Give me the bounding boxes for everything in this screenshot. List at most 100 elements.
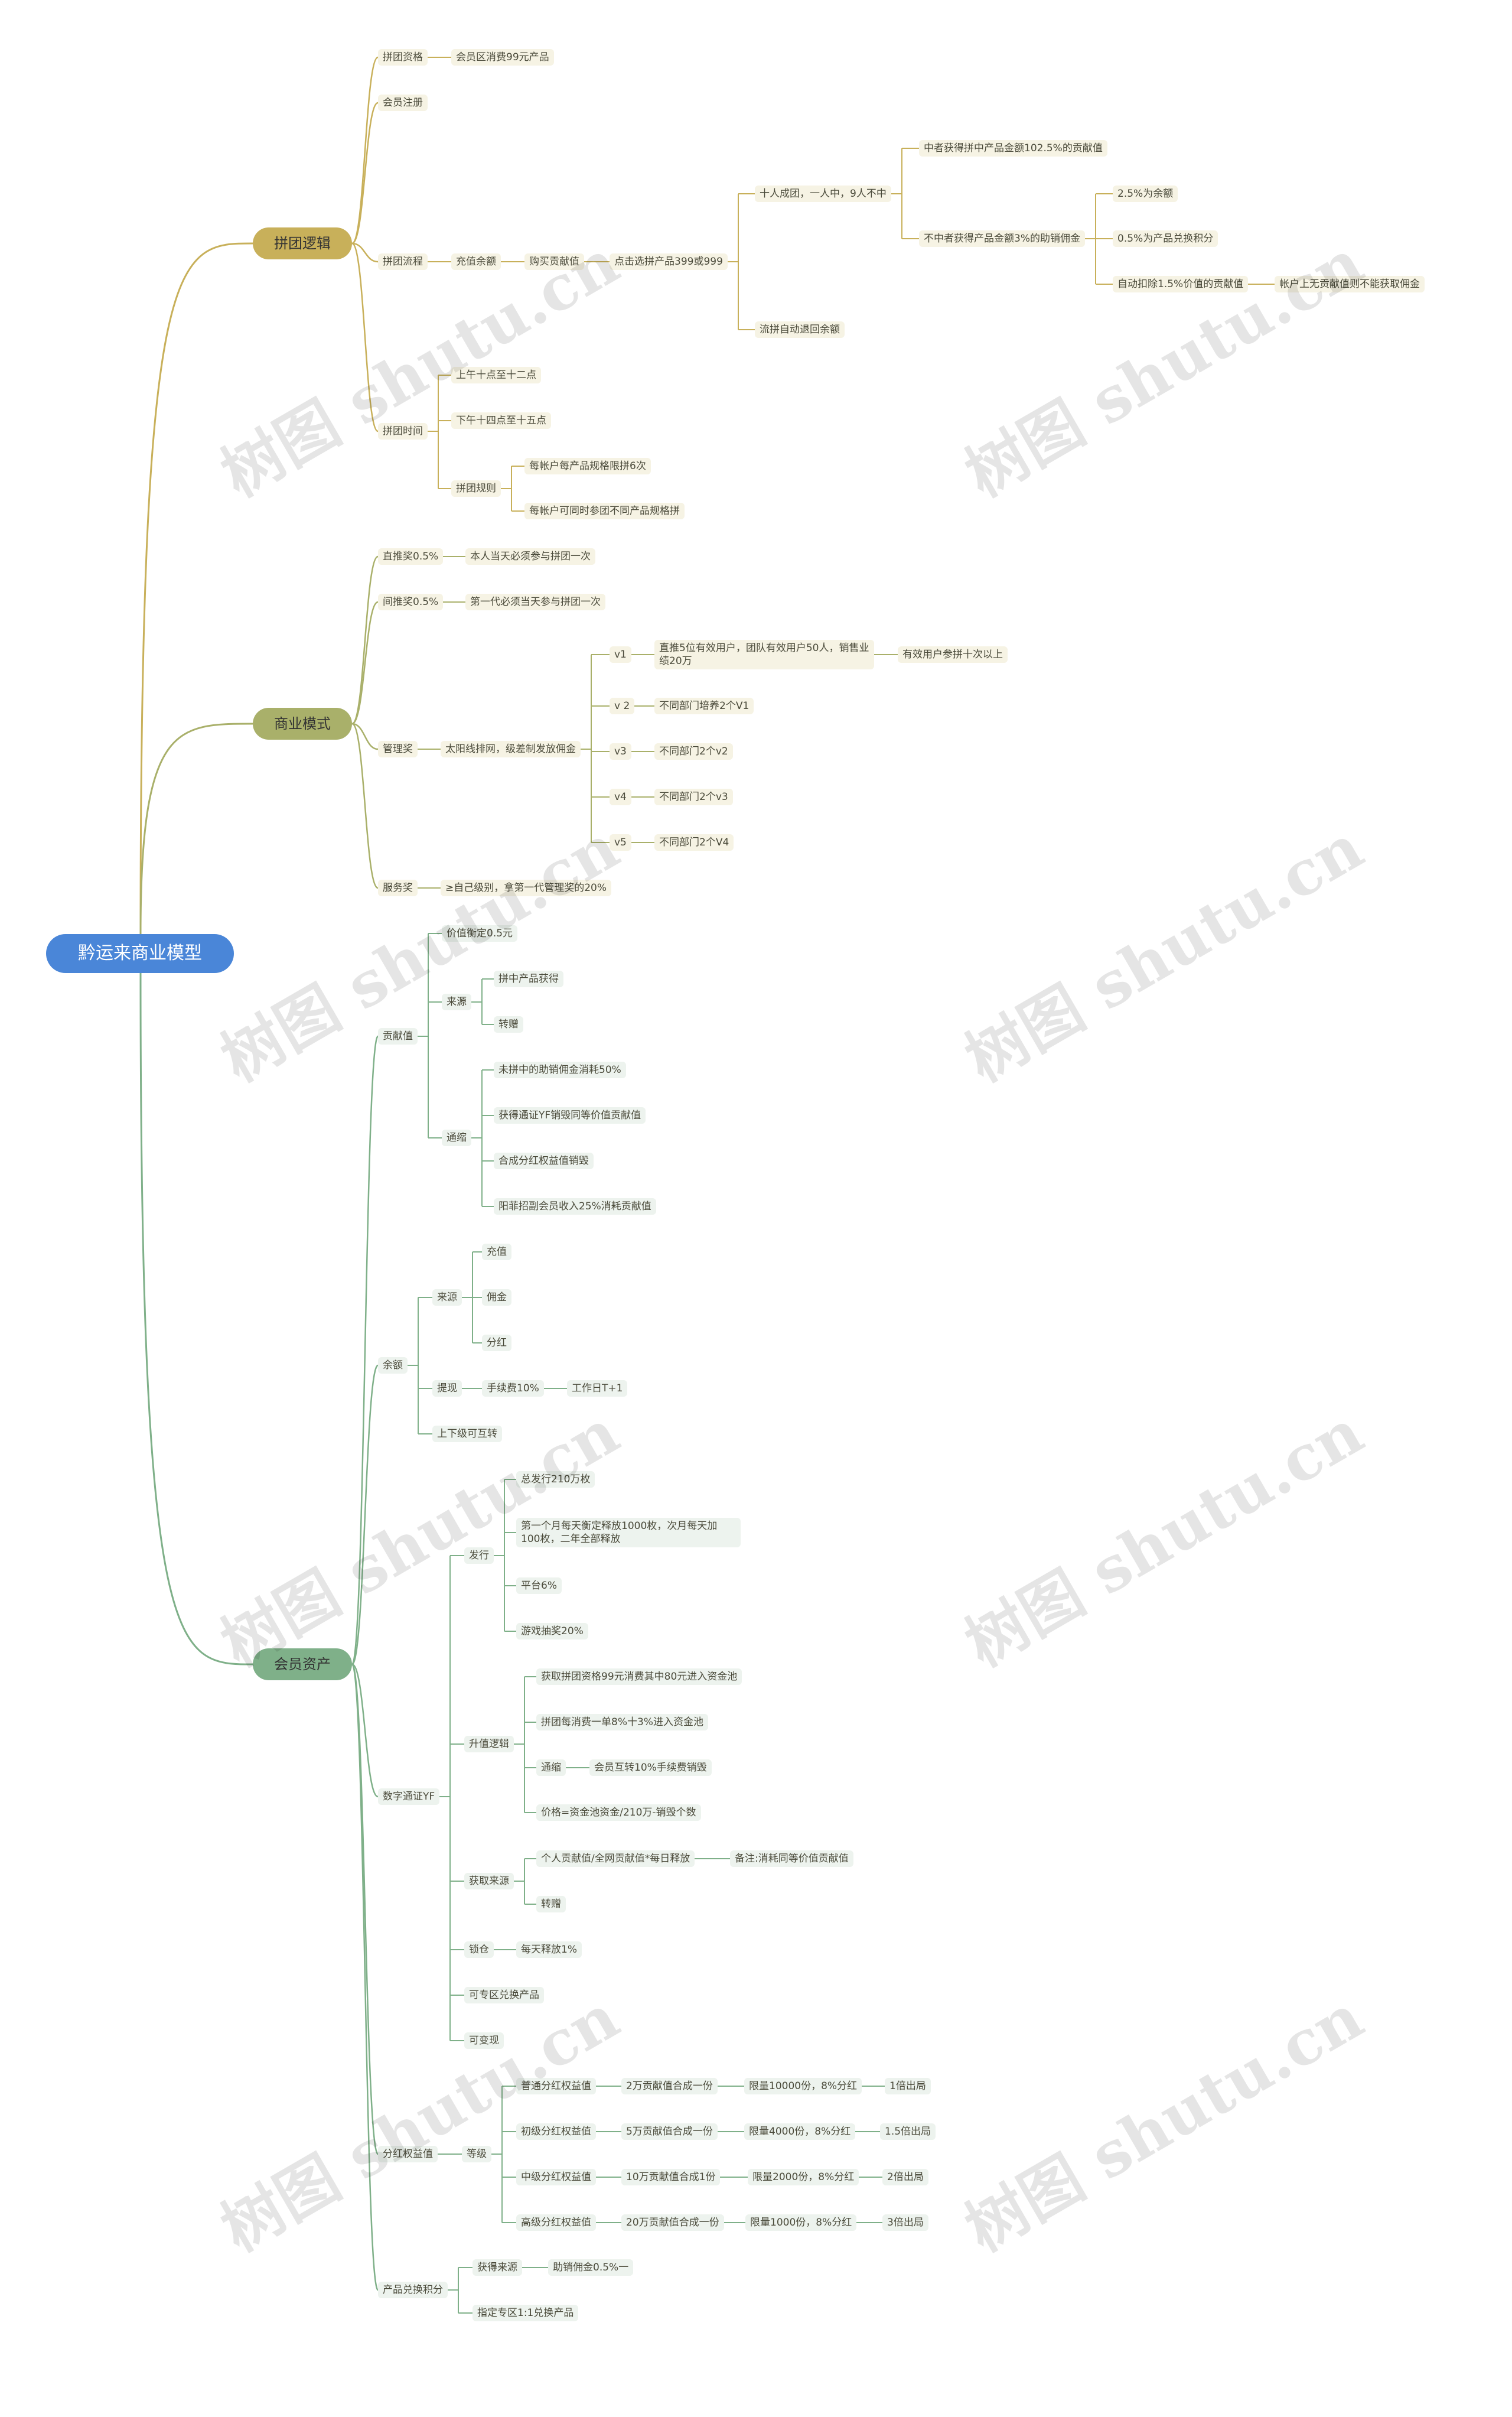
- topic-node-b2-2-0[interactable]: 发行: [464, 1547, 494, 1564]
- topic-node-b2-3-0-3[interactable]: 高级分红权益值: [516, 2214, 596, 2231]
- topic-node-b2-3-0-3-0-0-0[interactable]: 3倍出局: [882, 2214, 928, 2231]
- topic-node-b0-3[interactable]: 拼团时间: [378, 423, 428, 440]
- topic-node-b1-3-0[interactable]: ≥自己级别，拿第一代管理奖的20%: [441, 880, 612, 896]
- topic-node-b0-2-0-0-0-0-1[interactable]: 不中者获得产品金额3%的助销佣金: [919, 230, 1085, 247]
- topic-node-b1-2-0-1[interactable]: v 2: [610, 698, 635, 714]
- topic-node-b2-3-0-0-0-0[interactable]: 限量10000份，8%分红: [744, 2078, 862, 2094]
- topic-node-b0-2-0-0-0-0-1-0[interactable]: 2.5%为余额: [1113, 186, 1178, 202]
- topic-node-b2-2-4[interactable]: 可专区兑换产品: [464, 1987, 544, 2003]
- topic-node-b2-2-0-3[interactable]: 游戏抽奖20%: [516, 1623, 588, 1639]
- topic-node-b0-0-0[interactable]: 会员区消费99元产品: [451, 49, 554, 66]
- topic-node-b1-2-0-1-0[interactable]: 不同部门培养2个V1: [654, 698, 754, 714]
- topic-node-b2-2-3[interactable]: 锁仓: [464, 1941, 494, 1958]
- topic-node-b2-2-2-0-0[interactable]: 备注:消耗同等价值贡献值: [730, 1850, 853, 1867]
- topic-node-b0-2-0-0-0-0-1-1[interactable]: 0.5%为产品兑换积分: [1113, 230, 1218, 247]
- topic-node-b2-1[interactable]: 余额: [378, 1357, 408, 1374]
- topic-node-b2-1-1[interactable]: 提现: [432, 1380, 462, 1397]
- topic-node-b2-1-1-0-0[interactable]: 工作日T+1: [567, 1380, 628, 1397]
- topic-node-b2-0-2-0[interactable]: 未拼中的助销佣金消耗50%: [494, 1062, 626, 1078]
- topic-node-b1-0-0[interactable]: 本人当天必须参与拼团一次: [465, 548, 595, 565]
- topic-node-b0-2-0-0-0-0[interactable]: 十人成团，一人中，9人不中: [755, 186, 891, 202]
- topic-node-b2-1-2[interactable]: 上下级可互转: [432, 1426, 502, 1442]
- topic-node-b2-3-0-2-0-0-0[interactable]: 2倍出局: [882, 2169, 928, 2185]
- topic-node-b0-2-0[interactable]: 充值余额: [451, 253, 501, 270]
- topic-node-b2-2-1-0[interactable]: 获取拼团资格99元消费其中80元进入资金池: [536, 1668, 742, 1685]
- topic-node-b0-3-0[interactable]: 上午十点至十二点: [451, 367, 541, 383]
- topic-node-b2-1-0-0[interactable]: 充值: [482, 1244, 511, 1260]
- topic-node-b2-3-0-1-0-0-0[interactable]: 1.5倍出局: [880, 2123, 936, 2140]
- topic-node-b2-2-1-2[interactable]: 通缩: [536, 1759, 566, 1776]
- topic-node-b1-3[interactable]: 服务奖: [378, 880, 418, 896]
- topic-node-b2-1-0-2[interactable]: 分红: [482, 1335, 511, 1351]
- topic-node-b0-2[interactable]: 拼团流程: [378, 253, 428, 270]
- topic-node-b1-2[interactable]: 管理奖: [378, 741, 418, 757]
- topic-node-b2-4-0-0[interactable]: 助销佣金0.5%一: [548, 2259, 634, 2276]
- topic-node-b2-2-2[interactable]: 获取来源: [464, 1873, 514, 1889]
- topic-node-b2-0-2-2[interactable]: 合成分红权益值销毁: [494, 1153, 594, 1169]
- topic-node-b1-1[interactable]: 间推奖0.5%: [378, 594, 444, 610]
- topic-node-b2-0-0[interactable]: 价值衡定0.5元: [442, 925, 518, 942]
- topic-node-b1-2-0-0[interactable]: v1: [610, 646, 631, 663]
- branch-topic-b2[interactable]: 会员资产: [253, 1648, 352, 1680]
- topic-node-b2-1-0-1[interactable]: 佣金: [482, 1289, 511, 1306]
- topic-node-b2-1-0[interactable]: 来源: [432, 1289, 462, 1306]
- topic-node-b2-1-1-0[interactable]: 手续费10%: [482, 1380, 544, 1397]
- topic-node-b2-3-0-0[interactable]: 普通分红权益值: [516, 2078, 596, 2094]
- topic-node-b1-2-0-2[interactable]: v3: [610, 743, 631, 760]
- topic-node-b2-3-0-0-0[interactable]: 2万贡献值合成一份: [621, 2078, 718, 2094]
- topic-node-b2-0-1-0[interactable]: 拼中产品获得: [494, 971, 563, 987]
- topic-node-b2-2-0-0[interactable]: 总发行210万枚: [516, 1471, 595, 1488]
- root-topic[interactable]: 黔运来商业模型: [46, 934, 234, 973]
- topic-node-b0-3-2[interactable]: 拼团规则: [451, 480, 501, 497]
- topic-node-b2-2-1-3[interactable]: 价格=资金池资金/210万-销毁个数: [536, 1804, 701, 1821]
- topic-node-b2-3-0-2[interactable]: 中级分红权益值: [516, 2169, 596, 2185]
- topic-node-b0-2-0-0-0[interactable]: 点击选拼产品399或999: [610, 253, 728, 270]
- topic-node-b2-0-2[interactable]: 通缩: [442, 1130, 471, 1146]
- topic-node-b2-3-0-2-0[interactable]: 10万贡献值合成1份: [621, 2169, 721, 2185]
- topic-node-b0-2-0-0-0-1[interactable]: 流拼自动退回余额: [755, 321, 845, 338]
- topic-node-b1-1-0[interactable]: 第一代必须当天参与拼团一次: [465, 594, 605, 610]
- topic-node-b1-2-0-0-0[interactable]: 直推5位有效用户，团队有效用户50人，销售业绩20万: [654, 640, 874, 669]
- topic-node-b2-0[interactable]: 贡献值: [378, 1028, 418, 1045]
- topic-node-b0-3-1[interactable]: 下午十四点至十五点: [451, 412, 551, 429]
- topic-node-b2-4-1[interactable]: 指定专区1:1兑换产品: [472, 2305, 579, 2321]
- topic-node-b1-2-0-3-0[interactable]: 不同部门2个v3: [654, 789, 733, 805]
- topic-node-b2-2-1[interactable]: 升值逻辑: [464, 1736, 514, 1752]
- topic-node-b0-3-2-0[interactable]: 每帐户每产品规格限拼6次: [524, 458, 651, 474]
- topic-node-b1-2-0-2-0[interactable]: 不同部门2个v2: [654, 743, 733, 760]
- topic-node-b2-3-0[interactable]: 等级: [462, 2146, 491, 2162]
- topic-node-b1-0[interactable]: 直推奖0.5%: [378, 548, 444, 565]
- topic-node-b2-3-0-0-0-0-0[interactable]: 1倍出局: [885, 2078, 931, 2094]
- topic-node-b2-0-1[interactable]: 来源: [442, 994, 471, 1010]
- branch-topic-b1[interactable]: 商业模式: [253, 708, 352, 740]
- topic-node-b2-2-2-0[interactable]: 个人贡献值/全网贡献值*每日释放: [536, 1850, 695, 1867]
- topic-node-b2-0-1-1[interactable]: 转赠: [494, 1016, 523, 1033]
- topic-node-b2-2-2-1[interactable]: 转赠: [536, 1896, 566, 1912]
- topic-node-b2-2-5[interactable]: 可变现: [464, 2032, 504, 2049]
- topic-node-b1-2-0-0-0-0[interactable]: 有效用户参拼十次以上: [898, 646, 1008, 663]
- topic-node-b2-3[interactable]: 分红权益值: [378, 2146, 438, 2162]
- topic-node-b0-2-0-0-0-0-1-2-0[interactable]: 帐户上无贡献值则不能获取佣金: [1275, 276, 1425, 292]
- topic-node-b0-3-2-1[interactable]: 每帐户可同时参团不同产品规格拼: [524, 503, 685, 519]
- topic-node-b2-3-0-1[interactable]: 初级分红权益值: [516, 2123, 596, 2140]
- topic-node-b1-2-0-3[interactable]: v4: [610, 789, 631, 805]
- topic-node-b2-3-0-2-0-0[interactable]: 限量2000份，8%分红: [748, 2169, 859, 2185]
- topic-node-b2-2-0-1[interactable]: 第一个月每天衡定释放1000枚，次月每天加100枚，二年全部释放: [516, 1518, 741, 1547]
- topic-node-b0-0[interactable]: 拼团资格: [378, 49, 428, 66]
- topic-node-b2-2-0-2[interactable]: 平台6%: [516, 1577, 562, 1594]
- topic-node-b1-2-0[interactable]: 太阳线排网，级差制发放佣金: [441, 741, 581, 757]
- topic-node-b2-3-0-3-0-0[interactable]: 限量1000份，8%分红: [745, 2214, 857, 2231]
- topic-node-b2-0-2-3[interactable]: 阳菲招副会员收入25%消耗贡献值: [494, 1198, 656, 1215]
- topic-node-b1-2-0-4[interactable]: v5: [610, 834, 631, 851]
- topic-node-b0-1[interactable]: 会员注册: [378, 95, 428, 111]
- topic-node-b2-2-1-2-0[interactable]: 会员互转10%手续费销毁: [589, 1759, 712, 1776]
- topic-node-b0-2-0-0-0-0-0[interactable]: 中者获得拼中产品金额102.5%的贡献值: [919, 140, 1107, 157]
- topic-node-b2-4[interactable]: 产品兑换积分: [378, 2282, 448, 2298]
- topic-node-b2-2-1-1[interactable]: 拼团每消费一单8%十3%进入资金池: [536, 1714, 708, 1730]
- topic-node-b2-3-0-3-0[interactable]: 20万贡献值合成一份: [621, 2214, 724, 2231]
- topic-node-b2-2-3-0[interactable]: 每天释放1%: [516, 1941, 582, 1958]
- branch-topic-b0[interactable]: 拼团逻辑: [253, 227, 352, 259]
- topic-node-b2-2[interactable]: 数字通证YF: [378, 1788, 440, 1805]
- topic-node-b2-0-2-1[interactable]: 获得通证YF销毁同等价值贡献值: [494, 1107, 646, 1124]
- topic-node-b2-3-0-1-0[interactable]: 5万贡献值合成一份: [621, 2123, 718, 2140]
